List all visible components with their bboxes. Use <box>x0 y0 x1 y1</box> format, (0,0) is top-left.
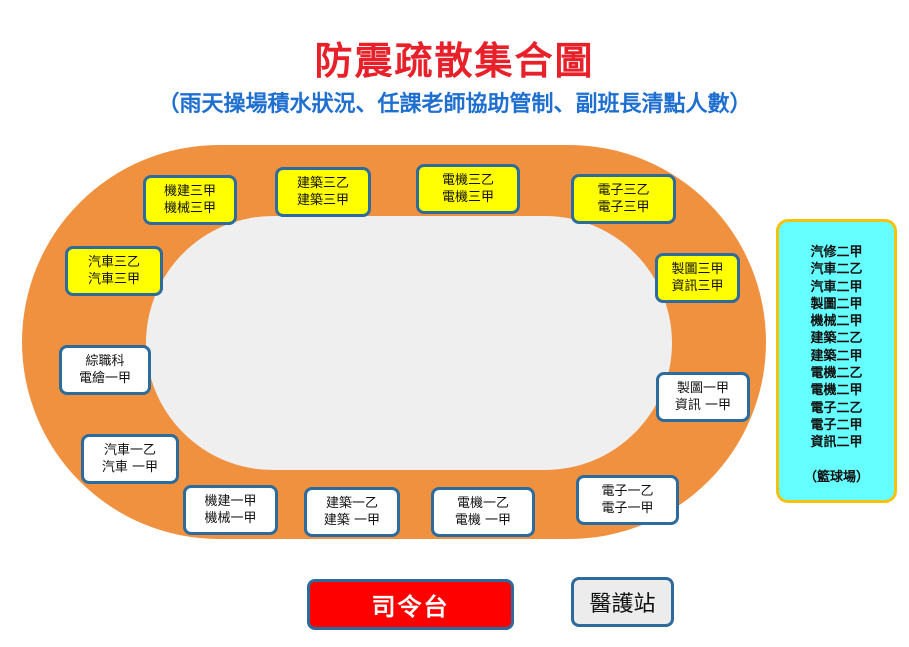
class-label: 製圖三甲 <box>671 262 724 277</box>
page-title: 防震疏散集合圖 <box>314 39 595 83</box>
class-label: 製圖二甲 <box>810 296 863 312</box>
basketball-court-box: 汽修二甲 汽車二乙 汽車二甲 製圖二甲 機械二甲 建築二乙 建築二甲 電機二乙 … <box>776 219 897 503</box>
class-label: 電機三甲 <box>441 190 494 205</box>
page-subtitle: （雨天操場積水狀況、任課老師協助管制、副班長清點人數） <box>157 92 752 117</box>
class-label: 機建三甲 <box>163 184 216 199</box>
station-box: 建築三乙 建築三甲 <box>275 167 371 217</box>
class-label: 電子二乙 <box>810 400 863 416</box>
class-label: 綜職科 <box>85 354 125 369</box>
class-label: 電子二甲 <box>810 417 863 433</box>
basketball-court-label: （籃球場） <box>803 469 869 485</box>
class-label: 建築 一甲 <box>323 513 381 528</box>
class-label: 汽車一乙 <box>103 443 156 458</box>
station-box: 機建三甲 機械三甲 <box>143 175 237 225</box>
class-label: 機械二甲 <box>810 314 863 330</box>
class-label: 建築三乙 <box>296 176 349 191</box>
station-box: 綜職科 電繪一甲 <box>59 345 151 395</box>
class-label: 電子一乙 <box>601 484 654 499</box>
station-box: 電機三乙 電機三甲 <box>416 164 520 214</box>
class-label: 電子一甲 <box>601 501 654 516</box>
class-label: 建築二乙 <box>810 331 863 347</box>
class-label: 汽車二乙 <box>810 262 863 278</box>
station-box: 電子一乙 電子一甲 <box>576 475 679 525</box>
class-label: 汽修二甲 <box>810 245 863 260</box>
class-label: 汽車二甲 <box>810 279 863 295</box>
class-label: 資訊三甲 <box>671 279 724 294</box>
class-label: 資訊 一甲 <box>674 398 732 413</box>
class-label: 汽車 一甲 <box>101 460 159 475</box>
class-label: 製圖一甲 <box>676 381 729 396</box>
track-infield <box>146 216 672 470</box>
class-label: 機械一甲 <box>204 511 257 526</box>
class-label: 電機 一甲 <box>454 513 512 528</box>
class-label: 機建一甲 <box>204 494 257 509</box>
station-box: 電機一乙 電機 一甲 <box>431 487 535 537</box>
class-label: 電機二甲 <box>810 383 863 399</box>
class-label: 建築二甲 <box>810 348 863 364</box>
station-box: 汽車三乙 汽車三甲 <box>65 246 163 296</box>
class-label: 電機三乙 <box>441 173 494 188</box>
class-label: 電子三甲 <box>597 200 650 215</box>
station-box: 製圖一甲 資訊 一甲 <box>656 372 750 422</box>
station-box: 建築一乙 建築 一甲 <box>304 487 400 537</box>
class-label: 資訊二甲 <box>810 435 863 451</box>
class-label: 建築三甲 <box>296 193 349 208</box>
class-label: 電繪一甲 <box>78 371 131 386</box>
station-box: 汽車一乙 汽車 一甲 <box>81 434 179 484</box>
class-label: 汽車三甲 <box>87 272 140 287</box>
class-label: 汽車三乙 <box>87 255 140 270</box>
class-label: 電機一乙 <box>456 496 509 511</box>
station-box: 電子三乙 電子三甲 <box>571 174 676 224</box>
class-label: 建築一乙 <box>325 496 378 511</box>
medical-station-box: 醫護站 <box>571 577 674 627</box>
class-label: 電子三乙 <box>597 183 650 198</box>
station-box: 機建一甲 機械一甲 <box>183 485 278 535</box>
station-box: 製圖三甲 資訊三甲 <box>655 253 740 303</box>
class-label: 電機二乙 <box>810 366 863 382</box>
class-label: 機械三甲 <box>163 201 216 216</box>
command-stage-box: 司令台 <box>307 579 514 630</box>
